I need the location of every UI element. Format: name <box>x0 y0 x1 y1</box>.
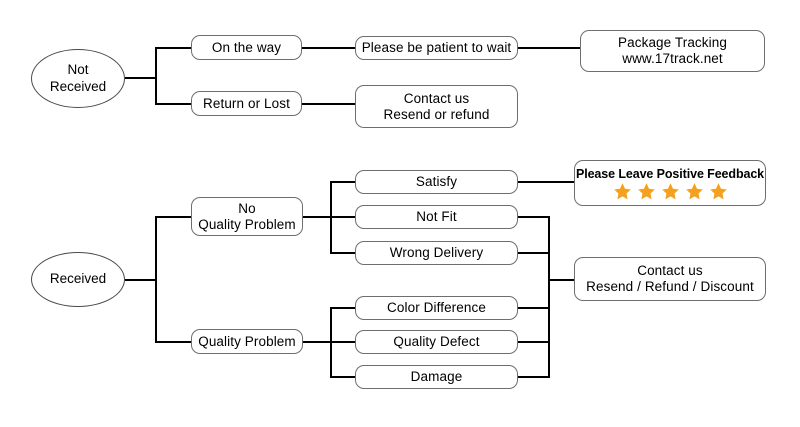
connector-not-received-stem <box>125 77 156 79</box>
node-no-quality-problem[interactable]: No Quality Problem <box>191 197 303 236</box>
connector-color-difference-out <box>518 307 550 309</box>
connector-to-return-or-lost <box>155 103 192 105</box>
connector-qp-to-quality-defect <box>330 341 355 343</box>
node-contact-resend-refund[interactable]: Contact us Resend or refund <box>355 85 518 128</box>
node-positive-feedback[interactable]: Please Leave Positive Feedback <box>574 160 766 206</box>
connector-to-on-the-way <box>155 47 192 49</box>
connector-to-quality-problem <box>155 341 192 343</box>
connector-wait-to-tracking <box>518 47 581 49</box>
connector-return-to-contact <box>302 103 355 105</box>
node-return-or-lost-label: Return or Lost <box>203 95 290 111</box>
node-wrong-delivery[interactable]: Wrong Delivery <box>355 241 518 265</box>
node-color-difference-label: Color Difference <box>387 300 486 316</box>
node-received[interactable]: Received <box>31 252 125 307</box>
node-satisfy[interactable]: Satisfy <box>355 170 518 194</box>
node-damage-label: Damage <box>410 369 463 385</box>
node-on-the-way[interactable]: On the way <box>191 35 302 60</box>
star-rating[interactable] <box>613 182 728 201</box>
node-contact-discount-line2: Resend / Refund / Discount <box>586 279 754 294</box>
node-contact-discount-line1: Contact us <box>637 263 703 279</box>
node-on-the-way-label: On the way <box>211 39 282 55</box>
connector-qp-to-damage <box>330 376 355 378</box>
feedback-text: Please Leave Positive Feedback <box>575 167 765 181</box>
node-not-fit[interactable]: Not Fit <box>355 205 518 229</box>
node-wrong-delivery-label: Wrong Delivery <box>389 245 484 261</box>
connector-nqp-to-satisfy <box>330 181 355 183</box>
connector-nqp-to-wrong-delivery <box>330 252 355 254</box>
connector-satisfy-to-feedback <box>518 181 575 183</box>
node-not-fit-label: Not Fit <box>416 209 457 225</box>
connector-damage-out <box>518 376 550 378</box>
connector-not-received-trunk <box>155 47 157 105</box>
connector-received-stem <box>125 279 156 281</box>
node-contact-resend-refund-discount[interactable]: Contact us Resend / Refund / Discount <box>574 257 766 301</box>
node-return-or-lost[interactable]: Return or Lost <box>191 91 302 116</box>
connector-wrong-delivery-out <box>518 252 550 254</box>
node-contact-resend-refund-line2: Resend or refund <box>383 106 490 122</box>
node-quality-defect[interactable]: Quality Defect <box>355 330 518 354</box>
node-satisfy-label: Satisfy <box>415 174 458 190</box>
connector-received-trunk <box>155 216 157 342</box>
connector-merge-trunk <box>548 216 550 378</box>
node-not-received-line1: Not <box>67 62 89 78</box>
star-icon <box>709 183 727 200</box>
connector-qp-stem <box>303 341 331 343</box>
connector-quality-defect-out <box>518 341 550 343</box>
node-received-line1: Received <box>49 271 107 287</box>
connector-qp-to-color-difference <box>330 307 355 309</box>
star-icon <box>685 183 703 200</box>
node-no-quality-problem-line1: No <box>238 200 256 216</box>
node-quality-problem[interactable]: Quality Problem <box>191 329 303 354</box>
node-not-received-line2: Received <box>49 78 107 94</box>
node-no-quality-problem-line2: Quality Problem <box>198 216 296 232</box>
node-quality-defect-label: Quality Defect <box>393 334 480 350</box>
star-icon <box>637 183 655 200</box>
star-icon <box>613 183 631 200</box>
node-package-tracking-line2: www.17track.net <box>622 51 723 66</box>
connector-on-the-way-to-wait <box>302 47 355 49</box>
node-not-received[interactable]: Not Received <box>31 49 125 108</box>
node-please-be-patient[interactable]: Please be patient to wait <box>355 36 518 60</box>
node-color-difference[interactable]: Color Difference <box>355 296 518 320</box>
connector-merge-to-contact <box>548 279 575 281</box>
node-package-tracking-line1: Package Tracking <box>618 35 727 51</box>
star-icon <box>661 183 679 200</box>
node-quality-problem-line1: Quality Problem <box>198 333 296 349</box>
node-damage[interactable]: Damage <box>355 365 518 389</box>
node-package-tracking[interactable]: Package Tracking www.17track.net <box>580 30 765 72</box>
connector-to-no-quality-problem <box>155 216 192 218</box>
node-contact-resend-refund-line1: Contact us <box>403 90 470 106</box>
connector-not-fit-out <box>518 216 550 218</box>
connector-nqp-to-not-fit <box>330 216 355 218</box>
node-please-be-patient-label: Please be patient to wait <box>361 40 512 56</box>
connector-nqp-stem <box>303 216 331 218</box>
